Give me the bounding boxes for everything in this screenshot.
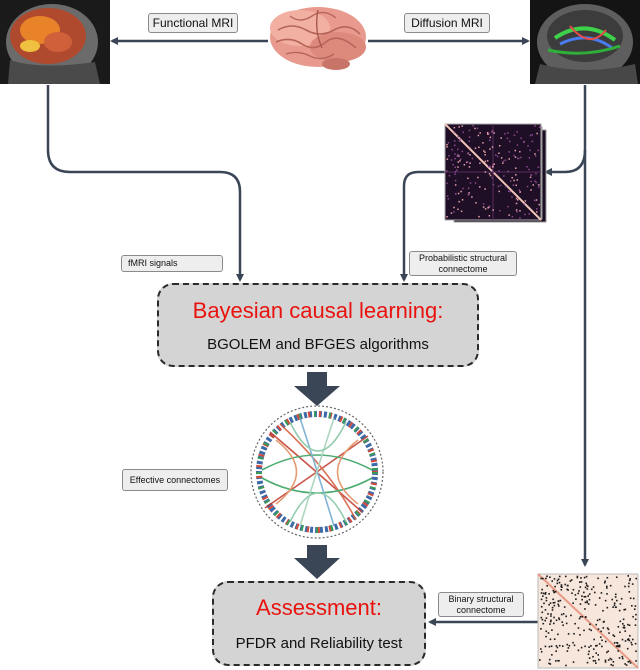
bayesian-learning-box: Bayesian causal learning: BGOLEM and BFG…: [157, 283, 479, 367]
bayesian-learning-title: Bayesian causal learning:: [192, 298, 444, 323]
diffusion-mri-label: Diffusion MRI: [404, 13, 490, 33]
arrow-prob-to-bayes: [400, 170, 448, 282]
probabilistic-connectome-label: Probabilistic structural connectome: [409, 251, 517, 276]
arrow-dmri-to-prob-matrix: [544, 149, 587, 176]
thick-arrow-circle-to-assess: [294, 545, 340, 579]
arrow-fmri-to-bayes: [46, 85, 244, 282]
thick-arrow-bayes-to-circle: [294, 372, 340, 406]
assessment-subtitle: PFDR and Reliability test: [235, 635, 403, 652]
binary-connectome-label: Binary structural connectome: [438, 592, 524, 617]
bayesian-learning-subtitle: BGOLEM and BFGES algorithms: [207, 336, 429, 353]
fmri-signals-label: fMRI signals: [121, 255, 223, 272]
assessment-title: Assessment:: [256, 595, 382, 620]
functional-mri-label: Functional MRI: [148, 13, 238, 33]
assessment-box: Assessment: PFDR and Reliability test: [212, 581, 426, 666]
effective-connectomes-label: Effective connectomes: [122, 469, 228, 491]
